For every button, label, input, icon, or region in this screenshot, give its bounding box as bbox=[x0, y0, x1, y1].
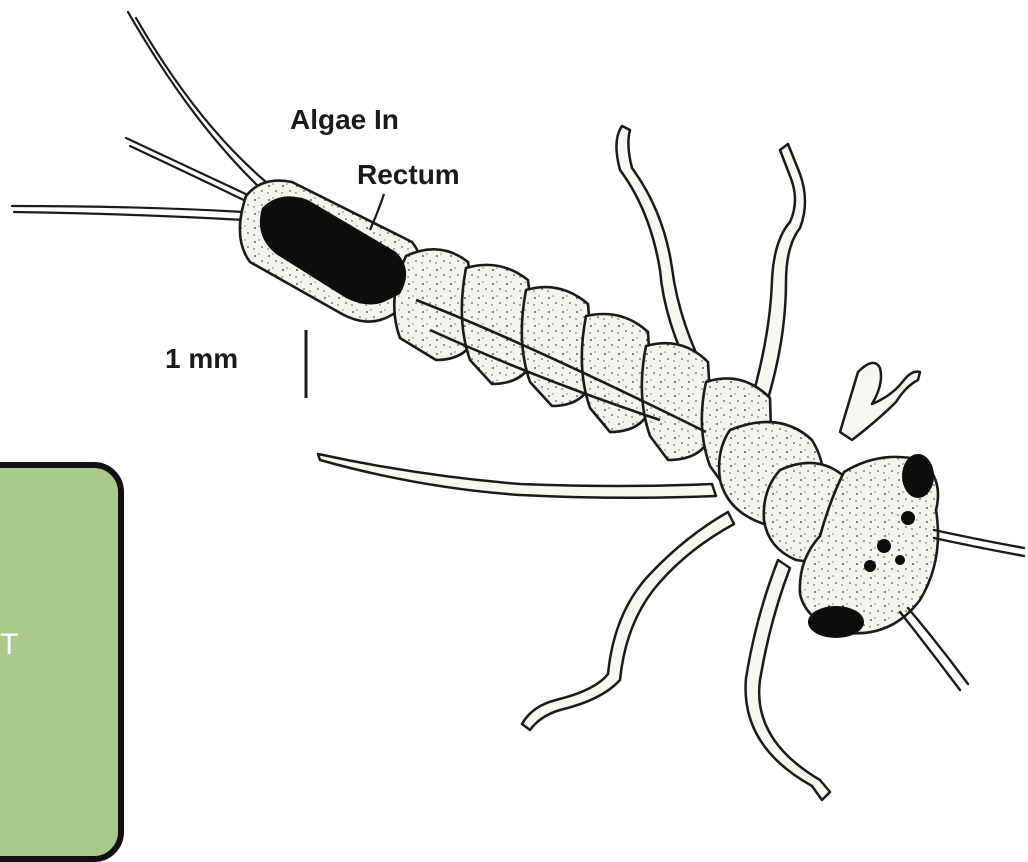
mayfly-larva-illustration bbox=[0, 0, 1028, 818]
callout-algae-line1: Algae In bbox=[290, 106, 399, 134]
panel-text-fragment: T bbox=[0, 628, 40, 662]
callout-algae-line2: Rectum bbox=[357, 161, 460, 189]
cerci bbox=[12, 12, 266, 220]
green-side-panel bbox=[0, 462, 124, 862]
legs bbox=[318, 126, 920, 800]
scale-label: 1 mm bbox=[165, 345, 238, 373]
